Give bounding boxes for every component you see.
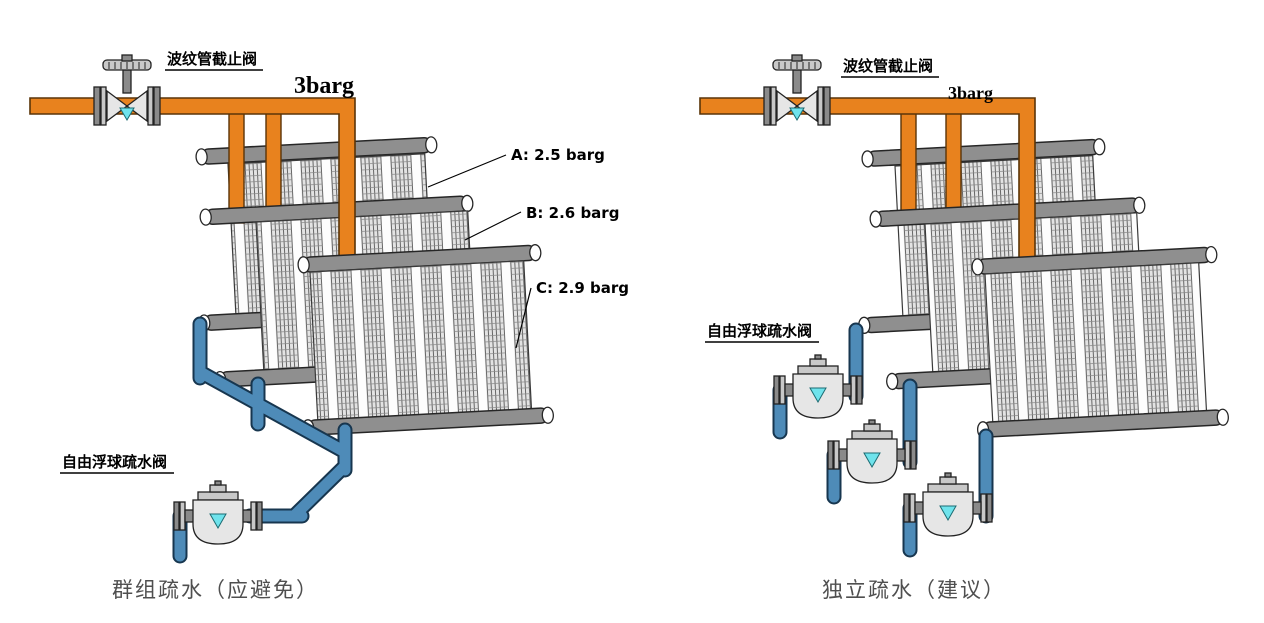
condensate-pipe bbox=[174, 318, 351, 562]
trap-label: 自由浮球疏水阀 bbox=[707, 322, 812, 340]
steam-drop-pipe bbox=[228, 104, 245, 224]
leader-line-b bbox=[464, 211, 522, 241]
coil-pressure-label-b: B: 2.6 barg bbox=[526, 204, 619, 222]
left-caption: 群组疏水（应避免） bbox=[112, 578, 319, 602]
tube-end-cap bbox=[869, 210, 882, 228]
tube-end-cap bbox=[425, 136, 438, 154]
tube-end-cap bbox=[971, 258, 984, 276]
supply-pressure-label: 3barg bbox=[294, 73, 354, 99]
tube-end-cap bbox=[1093, 138, 1106, 156]
coil-bank-c bbox=[971, 245, 1229, 439]
right-caption: 独立疏水（建议） bbox=[822, 578, 1006, 602]
supply-pressure-label: 3barg bbox=[948, 83, 993, 103]
right-diagram: 波纹管截止阀 3barg 自由浮球疏水阀 独立疏水（建议） bbox=[699, 54, 1229, 602]
leader-line-c bbox=[515, 287, 532, 349]
valve-label: 波纹管截止阀 bbox=[167, 50, 257, 68]
coil-pressure-label-a: A: 2.5 barg bbox=[511, 146, 605, 164]
left-diagram: 波纹管截止阀 3barg A: 2.5 barg B: 2.6 barg C: … bbox=[29, 50, 629, 602]
leader-line-a bbox=[427, 154, 507, 188]
tube-end-cap bbox=[1133, 196, 1146, 214]
coil-pressure-label-c: C: 2.9 barg bbox=[536, 279, 629, 297]
steam-drop-pipe bbox=[900, 104, 917, 224]
trap-label: 自由浮球疏水阀 bbox=[62, 453, 167, 471]
tube-end-cap bbox=[1205, 245, 1218, 264]
tube-end-cap bbox=[861, 150, 874, 168]
tube-end-cap bbox=[195, 148, 208, 166]
tube-end-cap bbox=[461, 194, 474, 213]
condensate-pipe bbox=[774, 324, 992, 556]
condensate-manifold bbox=[172, 316, 353, 564]
tube-end-cap bbox=[886, 372, 899, 391]
bellows-globe-valve-icon bbox=[93, 54, 161, 126]
valve-label: 波纹管截止阀 bbox=[843, 57, 933, 75]
coil-fin-panel bbox=[309, 260, 533, 423]
coil-bank-c bbox=[297, 244, 554, 437]
tube-end-cap bbox=[541, 406, 554, 424]
tube-end-cap bbox=[529, 244, 542, 262]
tube-end-cap bbox=[199, 208, 212, 226]
tube-end-cap bbox=[297, 256, 310, 274]
coil-fin-panel bbox=[984, 262, 1208, 425]
condensate-drains bbox=[772, 322, 994, 558]
tube-end-cap bbox=[1216, 408, 1229, 426]
bellows-globe-valve-icon bbox=[763, 54, 831, 126]
